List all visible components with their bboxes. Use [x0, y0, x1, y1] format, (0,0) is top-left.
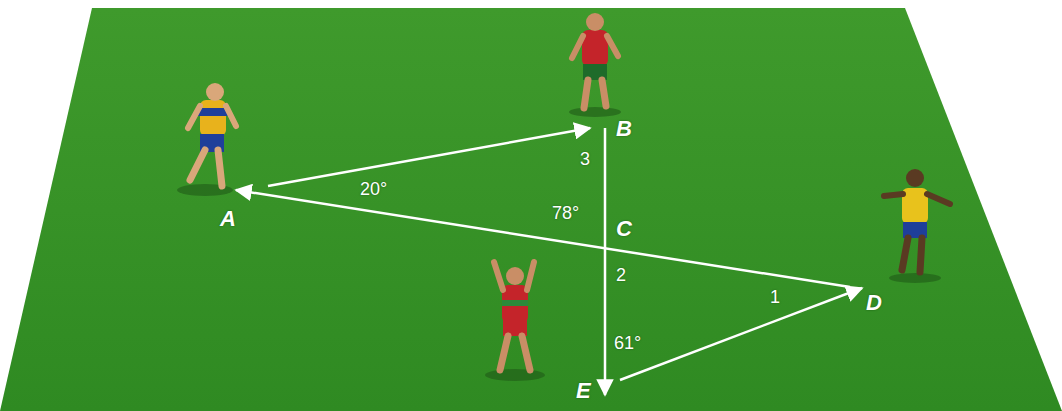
point-letter: C	[616, 218, 632, 240]
angle-measure: 20°	[360, 180, 387, 198]
player-b	[569, 13, 621, 117]
pass-a-b	[268, 128, 590, 186]
field	[0, 8, 1062, 411]
player-e	[485, 262, 545, 381]
angle-measure: 61°	[614, 334, 641, 352]
angle-measure: 78°	[552, 204, 579, 222]
player-d	[884, 169, 950, 283]
pass-e-d	[620, 288, 862, 380]
point-letter: D	[866, 292, 882, 314]
point-letter: B	[616, 118, 632, 140]
pass-d-a	[236, 190, 850, 287]
point-letter: A	[220, 208, 236, 230]
point-letter: E	[576, 380, 591, 402]
angle-number: 3	[580, 150, 590, 168]
player-a	[177, 83, 236, 196]
angle-number: 2	[616, 266, 626, 284]
pass-b-e	[604, 128, 607, 395]
angle-number: 1	[770, 288, 780, 306]
